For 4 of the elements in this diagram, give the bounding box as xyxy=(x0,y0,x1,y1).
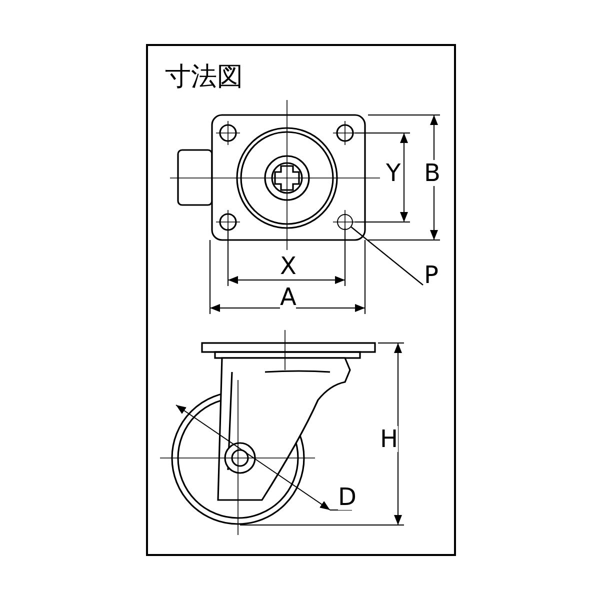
dimension-label: B xyxy=(424,160,440,186)
mounting-hole xyxy=(337,214,353,230)
leader-line xyxy=(350,226,424,286)
dimension-label: H xyxy=(380,426,398,452)
